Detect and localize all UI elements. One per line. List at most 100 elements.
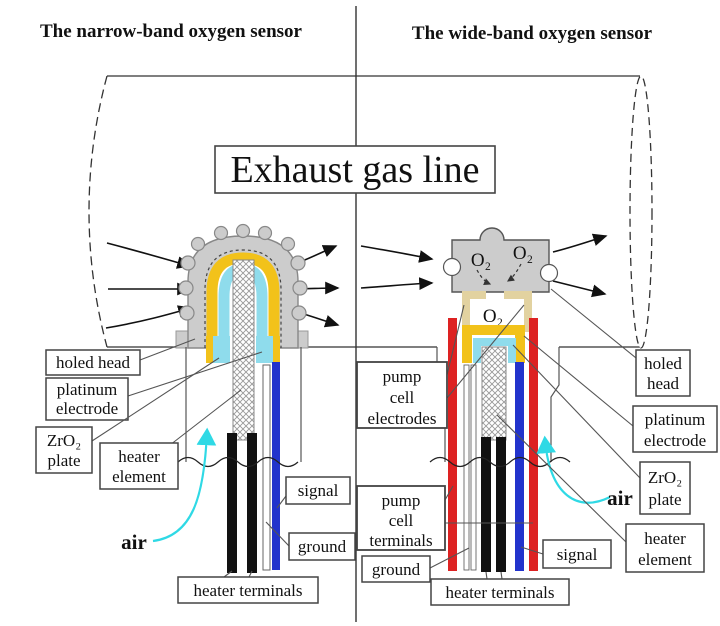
right-title: The wide-band oxygen sensor — [412, 23, 653, 44]
ground-wire — [262, 364, 271, 571]
heater-element-label: heater — [644, 529, 686, 548]
flow-arrow-in-right — [360, 245, 434, 263]
ground-label: ground — [298, 537, 347, 556]
zro2-plate-label-box — [639, 461, 691, 515]
head-notch — [539, 263, 559, 283]
zro2-plate-label: plate — [47, 451, 80, 470]
pump-cell-terminal-wire — [448, 318, 457, 571]
heater-element-rod — [481, 346, 507, 441]
zro2-plate-label-box — [35, 426, 93, 474]
zro2-plate-layer — [473, 338, 516, 363]
zro2-base-left — [213, 336, 230, 363]
o2-diffusion-arrow — [507, 263, 522, 282]
leader-line — [550, 288, 637, 359]
scallop-bump — [213, 225, 229, 241]
wide-band-sensor: O₂ O₂ O₂ — [429, 227, 611, 572]
scallop-bump — [291, 305, 307, 321]
heater-terminals-label: heater terminals — [193, 581, 302, 600]
exhaust-pipe — [88, 75, 653, 349]
o2-label: O₂ — [483, 306, 503, 327]
sensor-body-outline — [550, 347, 560, 462]
head-notch — [442, 257, 462, 277]
leader-line — [429, 547, 470, 569]
signal-label-box — [285, 476, 351, 505]
exhaust-label-text: Exhaust gas line — [230, 149, 479, 191]
pump-cell-terminals-label: terminals — [369, 531, 432, 550]
holed-head-shell — [451, 227, 550, 293]
pump-cell-terminals-label: pump — [382, 491, 421, 510]
pump-cell-terminal-wire — [529, 318, 538, 571]
signal-label: signal — [557, 545, 598, 564]
holed-head-label: head — [647, 374, 680, 393]
leader-line — [444, 485, 454, 501]
air-flow-arrow — [536, 435, 611, 504]
scallop-bump — [257, 225, 273, 241]
leader-line — [248, 570, 253, 578]
heater-element-label-box — [99, 442, 179, 490]
leader-line — [265, 521, 290, 547]
break-wave-line — [177, 456, 299, 468]
pipe-left-end-curve — [88, 75, 108, 348]
pipe-right-end-ellipse — [629, 75, 653, 349]
shell-inner-dashed-line — [204, 249, 282, 348]
pump-cell-electrodes-label: pump — [383, 367, 422, 386]
zro2-base-right — [256, 336, 273, 363]
zro2-plate-label: plate — [648, 490, 681, 509]
narrow-band-labels: holed head platinum electrode ZrO₂ plate… — [35, 338, 356, 604]
zro2-plate-label: ZrO₂ — [47, 431, 81, 450]
platinum-electrode-label-box — [45, 377, 129, 421]
ground-label: ground — [372, 560, 421, 579]
leader-line — [500, 571, 503, 580]
air-label: air — [607, 486, 633, 510]
pump-cell-electrode-wall — [504, 291, 532, 332]
heater-element-label-box — [625, 523, 705, 573]
platinum-electrode-layer — [462, 325, 525, 363]
flow-arrow-in-left — [105, 305, 193, 329]
ground-label-box — [361, 555, 431, 583]
pump-cell-electrode-wall — [462, 291, 486, 332]
air-label: air — [121, 530, 147, 554]
heater-terminal-wire — [247, 433, 257, 573]
air-flow-arrow — [152, 427, 217, 543]
platinum-electrode-layer — [206, 252, 280, 363]
scallop-bump — [290, 255, 306, 271]
heater-element-rod — [232, 259, 255, 441]
platinum-electrode-label-box — [632, 405, 718, 453]
zro2-plate-label: ZrO₂ — [648, 468, 682, 487]
flow-arrow-out-right — [552, 233, 608, 253]
leader-line — [523, 335, 634, 427]
scallop-bump — [190, 236, 206, 252]
heater-element-label: heater — [118, 447, 160, 466]
flow-arrow-out-right — [552, 280, 607, 298]
scallop-bump — [179, 305, 195, 321]
pump-cell-electrodes-label: cell — [390, 388, 415, 407]
signal-label: signal — [298, 481, 339, 500]
platinum-electrode-label: electrode — [56, 399, 118, 418]
holed-head-label-box — [45, 349, 141, 376]
heater-element-label: element — [112, 467, 166, 486]
left-title: The narrow-band oxygen sensor — [40, 21, 303, 42]
scallop-bump — [178, 280, 194, 296]
pump-cell-electrodes-label-box — [356, 361, 448, 429]
signal-label-box — [542, 539, 612, 569]
platinum-electrode-label: platinum — [57, 380, 117, 399]
signal-wire — [272, 362, 280, 570]
leader-line — [446, 304, 465, 376]
signal-wire — [515, 362, 524, 571]
platinum-base-left — [206, 336, 213, 363]
exhaust-gas-line-label: Exhaust gas line — [214, 145, 496, 194]
heater-element-label: element — [638, 550, 692, 569]
leader-line — [139, 338, 196, 361]
leader-line — [169, 389, 242, 446]
narrow-band-sensor — [152, 223, 309, 573]
o2-label: O₂ — [513, 243, 533, 264]
holed-head-label: holed head — [56, 353, 131, 372]
flow-arrow-in-left — [106, 242, 192, 269]
holed-head-label: holed — [644, 354, 682, 373]
leader-line — [496, 414, 627, 543]
heater-terminals-label-box — [430, 578, 570, 606]
o2-label: O₂ — [471, 250, 491, 271]
leader-line — [512, 344, 641, 479]
leader-line — [485, 571, 488, 580]
